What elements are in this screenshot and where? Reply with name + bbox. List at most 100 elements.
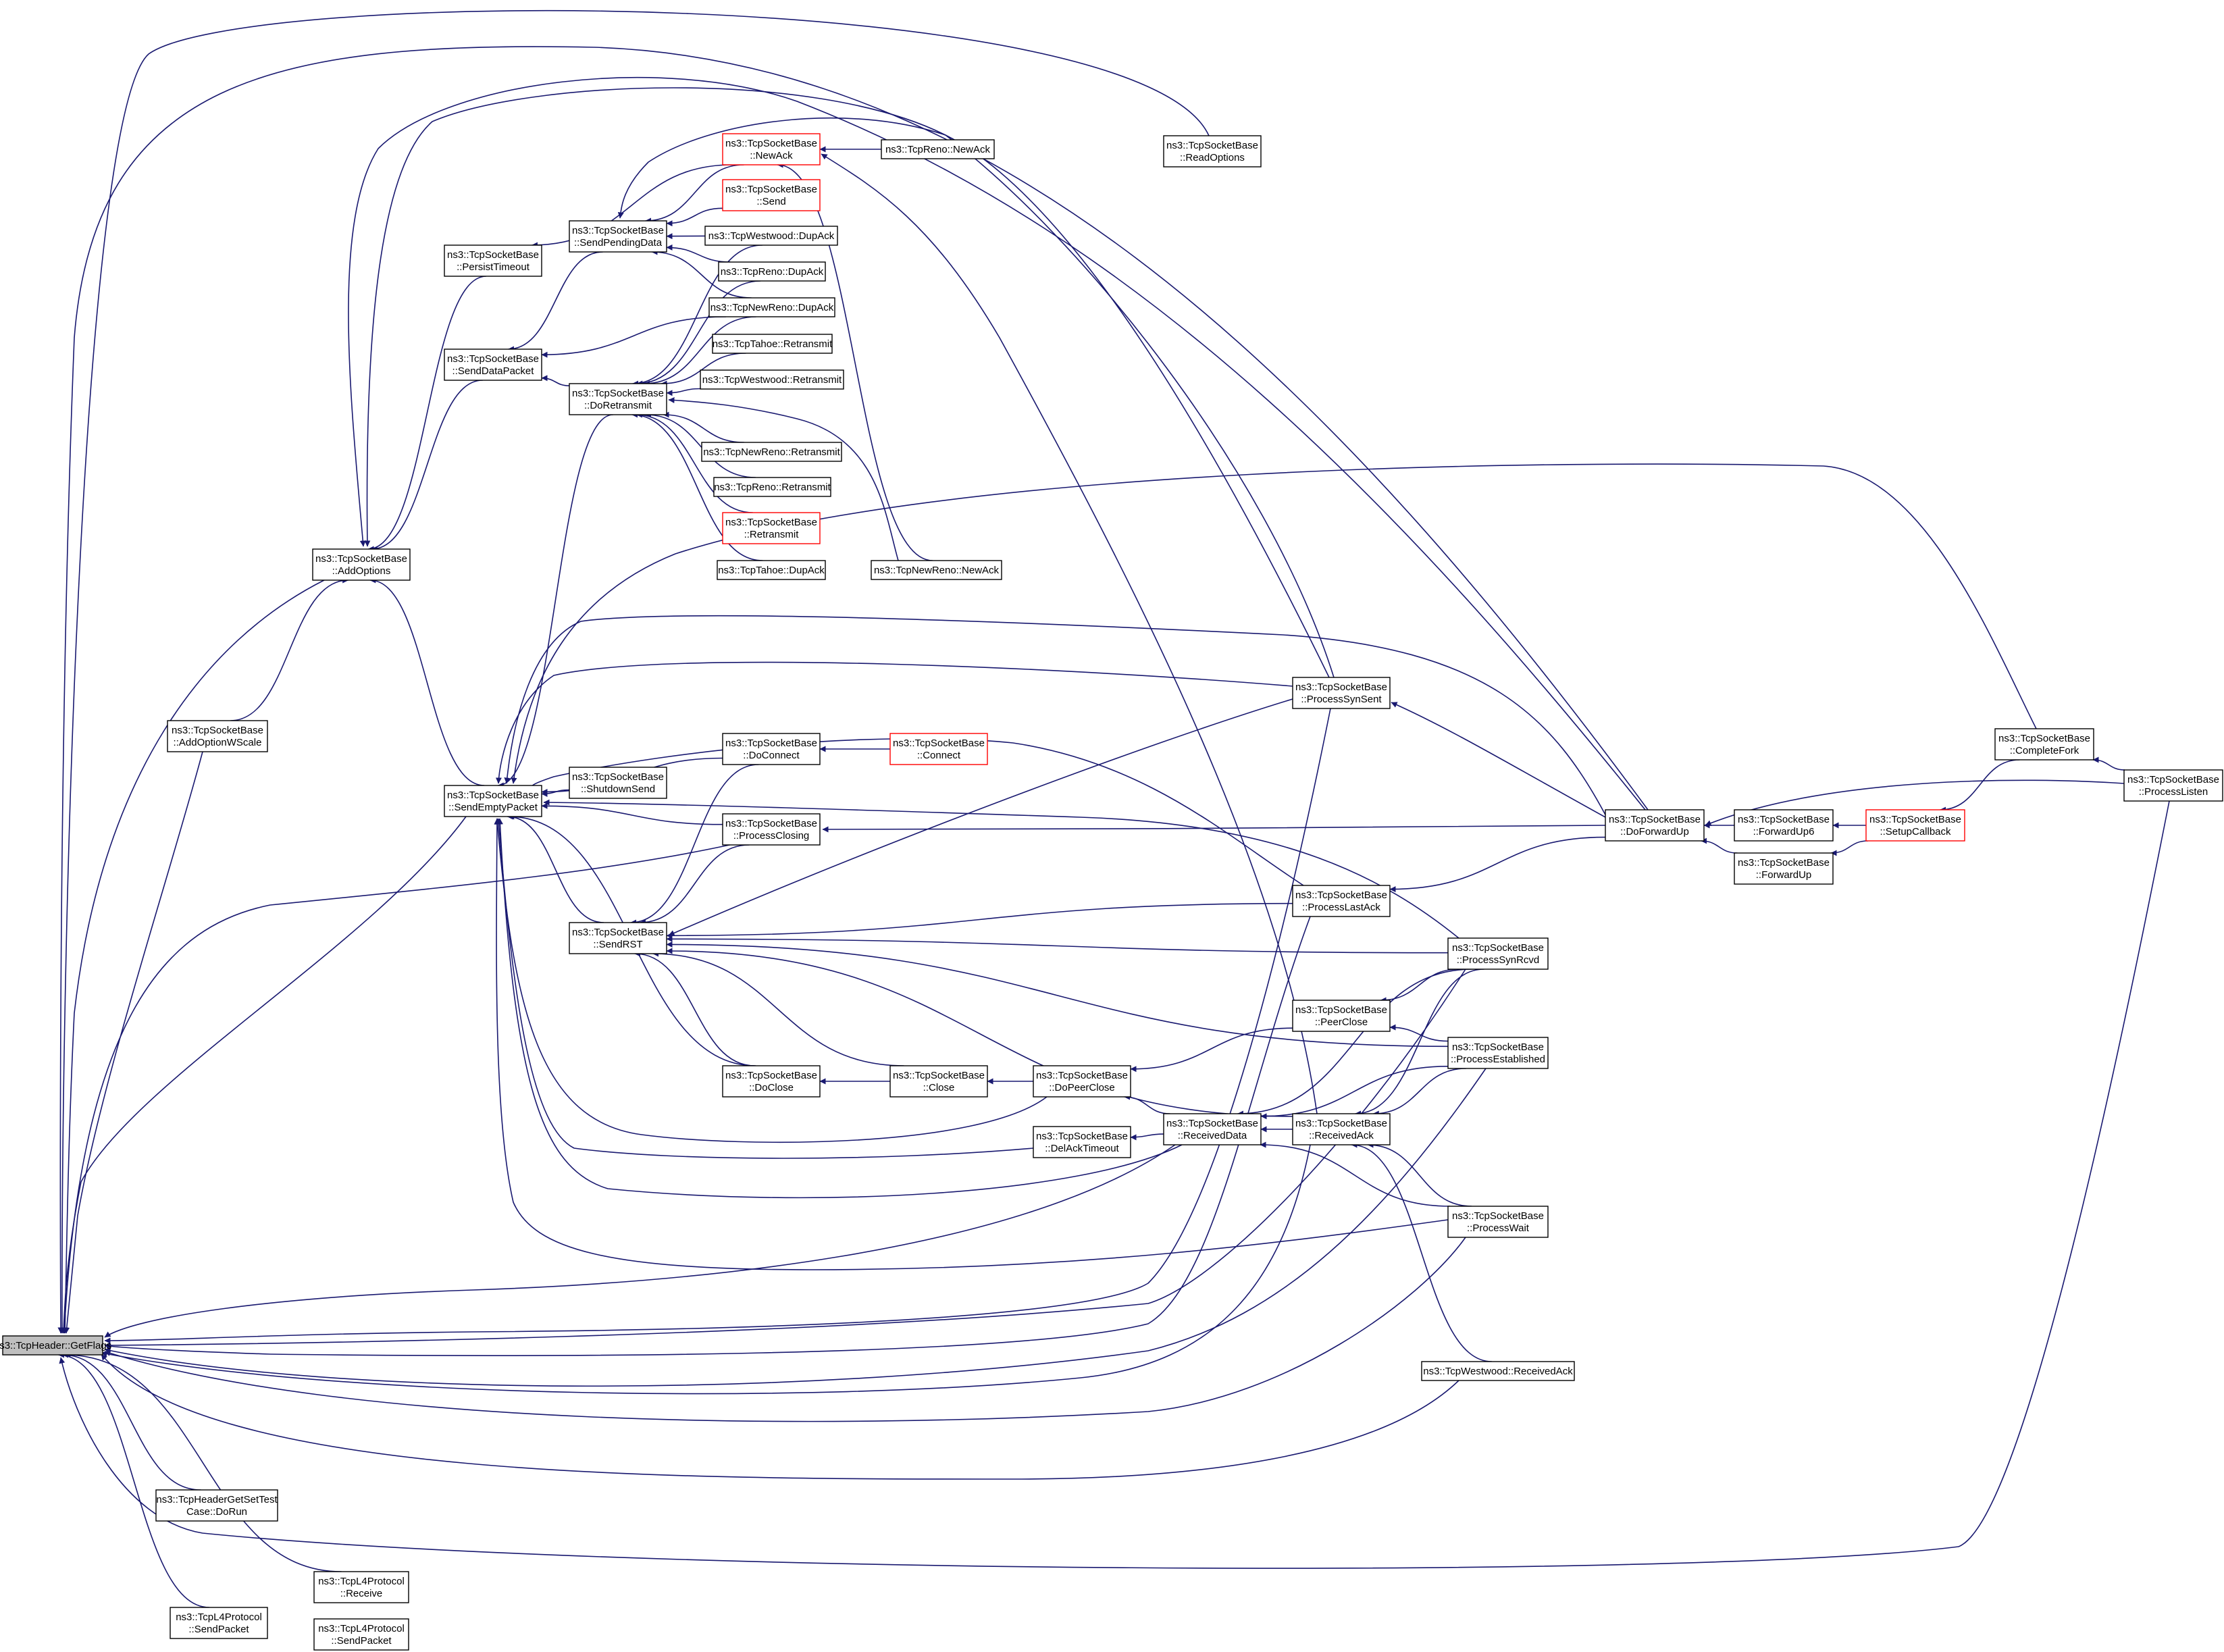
node-box[interactable] — [444, 349, 542, 381]
node-processlastack[interactable]: ns3::TcpSocketBase::ProcessLastAck — [1292, 885, 1391, 917]
node-processwait[interactable]: ns3::TcpSocketBase::ProcessWait — [1447, 1206, 1549, 1238]
node-forwardup[interactable]: ns3::TcpSocketBase::ForwardUp — [1734, 852, 1834, 885]
node-renodupack[interactable]: ns3::TcpReno::DupAck — [718, 261, 826, 282]
node-tahoedupack[interactable]: ns3::TcpTahoe::DupAck — [717, 560, 826, 580]
node-box[interactable] — [722, 813, 821, 846]
node-box[interactable] — [1447, 1037, 1549, 1069]
node-readoptions[interactable]: ns3::TcpSocketBase::ReadOptions — [1163, 135, 1262, 167]
node-l4sendpacket2[interactable]: ns3::TcpL4Protocol::SendPacket — [313, 1618, 409, 1651]
node-box[interactable] — [722, 133, 821, 165]
node-box[interactable] — [1292, 885, 1391, 917]
node-box[interactable] — [701, 442, 842, 462]
node-box[interactable] — [1033, 1065, 1131, 1098]
node-tahoeretransmit[interactable]: ns3::TcpTahoe::Retransmit — [712, 334, 833, 354]
node-l4sendpacket[interactable]: ns3::TcpL4Protocol::SendPacket — [170, 1607, 268, 1639]
node-send[interactable]: ns3::TcpSocketBase::Send — [722, 179, 821, 211]
node-box[interactable] — [1033, 1126, 1131, 1158]
node-processestablished[interactable]: ns3::TcpSocketBase::ProcessEstablished — [1447, 1037, 1549, 1069]
node-box[interactable] — [1163, 1113, 1262, 1145]
node-box[interactable] — [889, 1065, 988, 1098]
node-completefork[interactable]: ns3::TcpSocketBase::CompleteFork — [1994, 728, 2094, 760]
node-box[interactable] — [712, 334, 833, 354]
node-box[interactable] — [167, 720, 268, 752]
node-senddatapacket[interactable]: ns3::TcpSocketBase::SendDataPacket — [444, 349, 542, 381]
node-box[interactable] — [2123, 769, 2223, 802]
node-newrenonewack[interactable]: ns3::TcpNewReno::NewAck — [871, 560, 1002, 580]
node-box[interactable] — [2, 1335, 103, 1356]
node-newrenoretransmit[interactable]: ns3::TcpNewReno::Retransmit — [701, 442, 842, 462]
node-sbretransmit[interactable]: ns3::TcpSocketBase::Retransmit — [722, 512, 821, 544]
node-westwoodreceivedack[interactable]: ns3::TcpWestwood::ReceivedAck — [1421, 1361, 1575, 1381]
node-forwardup6[interactable]: ns3::TcpSocketBase::ForwardUp6 — [1734, 809, 1834, 842]
node-box[interactable] — [881, 139, 995, 159]
node-sendemptypacket[interactable]: ns3::TcpSocketBase::SendEmptyPacket — [444, 785, 542, 817]
node-receiveddata[interactable]: ns3::TcpSocketBase::ReceivedData — [1163, 1113, 1262, 1145]
node-box[interactable] — [708, 297, 835, 317]
node-peerclose[interactable]: ns3::TcpSocketBase::PeerClose — [1292, 1000, 1391, 1032]
node-box[interactable] — [700, 369, 844, 390]
node-sendrst[interactable]: ns3::TcpSocketBase::SendRST — [569, 922, 667, 954]
node-box[interactable] — [722, 1065, 821, 1098]
node-box[interactable] — [722, 733, 821, 765]
node-doclose[interactable]: ns3::TcpSocketBase::DoClose — [722, 1065, 821, 1098]
node-box[interactable] — [1605, 809, 1705, 842]
node-close[interactable]: ns3::TcpSocketBase::Close — [889, 1065, 988, 1098]
node-box[interactable] — [722, 512, 821, 544]
node-box[interactable] — [1292, 677, 1391, 709]
node-box[interactable] — [313, 1618, 409, 1651]
node-box[interactable] — [704, 226, 838, 246]
node-box[interactable] — [713, 477, 831, 497]
node-box[interactable] — [1421, 1361, 1575, 1381]
node-box[interactable] — [444, 244, 542, 277]
node-addoptions[interactable]: ns3::TcpSocketBase::AddOptions — [312, 548, 411, 581]
node-box[interactable] — [718, 261, 826, 282]
node-box[interactable] — [1447, 1206, 1549, 1238]
node-westwoodretransmit[interactable]: ns3::TcpWestwood::Retransmit — [700, 369, 844, 390]
node-getflags[interactable]: ns3::TcpHeader::GetFlags — [0, 1335, 111, 1356]
node-newrenodupack[interactable]: ns3::TcpNewReno::DupAck — [708, 297, 835, 317]
node-box[interactable] — [312, 548, 411, 581]
node-box[interactable] — [155, 1489, 278, 1522]
node-persisttimeout[interactable]: ns3::TcpSocketBase::PersistTimeout — [444, 244, 542, 277]
node-delacktimeout[interactable]: ns3::TcpSocketBase::DelAckTimeout — [1033, 1126, 1131, 1158]
node-renoretransmit[interactable]: ns3::TcpReno::Retransmit — [713, 477, 831, 497]
node-box[interactable] — [1865, 809, 1965, 842]
node-box[interactable] — [1734, 809, 1834, 842]
node-box[interactable] — [569, 922, 667, 954]
node-l4receive[interactable]: ns3::TcpL4Protocol::Receive — [313, 1571, 409, 1603]
node-box[interactable] — [1994, 728, 2094, 760]
node-doforwardup[interactable]: ns3::TcpSocketBase::DoForwardUp — [1605, 809, 1705, 842]
node-box[interactable] — [444, 785, 542, 817]
node-dopeerclose[interactable]: ns3::TcpSocketBase::DoPeerClose — [1033, 1065, 1131, 1098]
node-box[interactable] — [569, 220, 667, 253]
node-box[interactable] — [313, 1571, 409, 1603]
node-newack[interactable]: ns3::TcpSocketBase::NewAck — [722, 133, 821, 165]
node-westwooddupack[interactable]: ns3::TcpWestwood::DupAck — [704, 226, 838, 246]
node-shutdownsend[interactable]: ns3::TcpSocketBase::ShutdownSend — [569, 767, 667, 799]
node-doconnect[interactable]: ns3::TcpSocketBase::DoConnect — [722, 733, 821, 765]
node-box[interactable] — [569, 383, 667, 415]
node-box[interactable] — [1163, 135, 1262, 167]
node-box[interactable] — [1292, 1113, 1391, 1145]
node-box[interactable] — [1734, 852, 1834, 885]
node-connect[interactable]: ns3::TcpSocketBase::Connect — [889, 733, 988, 765]
node-receivedack[interactable]: ns3::TcpSocketBase::ReceivedAck — [1292, 1113, 1391, 1145]
node-box[interactable] — [717, 560, 826, 580]
node-doretransmit[interactable]: ns3::TcpSocketBase::DoRetransmit — [569, 383, 667, 415]
node-box[interactable] — [1447, 937, 1549, 970]
node-box[interactable] — [889, 733, 988, 765]
node-setupcallback[interactable]: ns3::TcpSocketBase::SetupCallback — [1865, 809, 1965, 842]
node-renonewack[interactable]: ns3::TcpReno::NewAck — [881, 139, 995, 159]
node-box[interactable] — [722, 179, 821, 211]
node-addoptionwscale[interactable]: ns3::TcpSocketBase::AddOptionWScale — [167, 720, 268, 752]
node-box[interactable] — [569, 767, 667, 799]
node-processsynrcvd[interactable]: ns3::TcpSocketBase::ProcessSynRcvd — [1447, 937, 1549, 970]
node-box[interactable] — [1292, 1000, 1391, 1032]
node-box[interactable] — [170, 1607, 268, 1639]
node-processclosing[interactable]: ns3::TcpSocketBase::ProcessClosing — [722, 813, 821, 846]
node-sendpendingdata[interactable]: ns3::TcpSocketBase::SendPendingData — [569, 220, 667, 253]
node-box[interactable] — [871, 560, 1002, 580]
node-processlisten[interactable]: ns3::TcpSocketBase::ProcessListen — [2123, 769, 2223, 802]
node-processsynsent[interactable]: ns3::TcpSocketBase::ProcessSynSent — [1292, 677, 1391, 709]
